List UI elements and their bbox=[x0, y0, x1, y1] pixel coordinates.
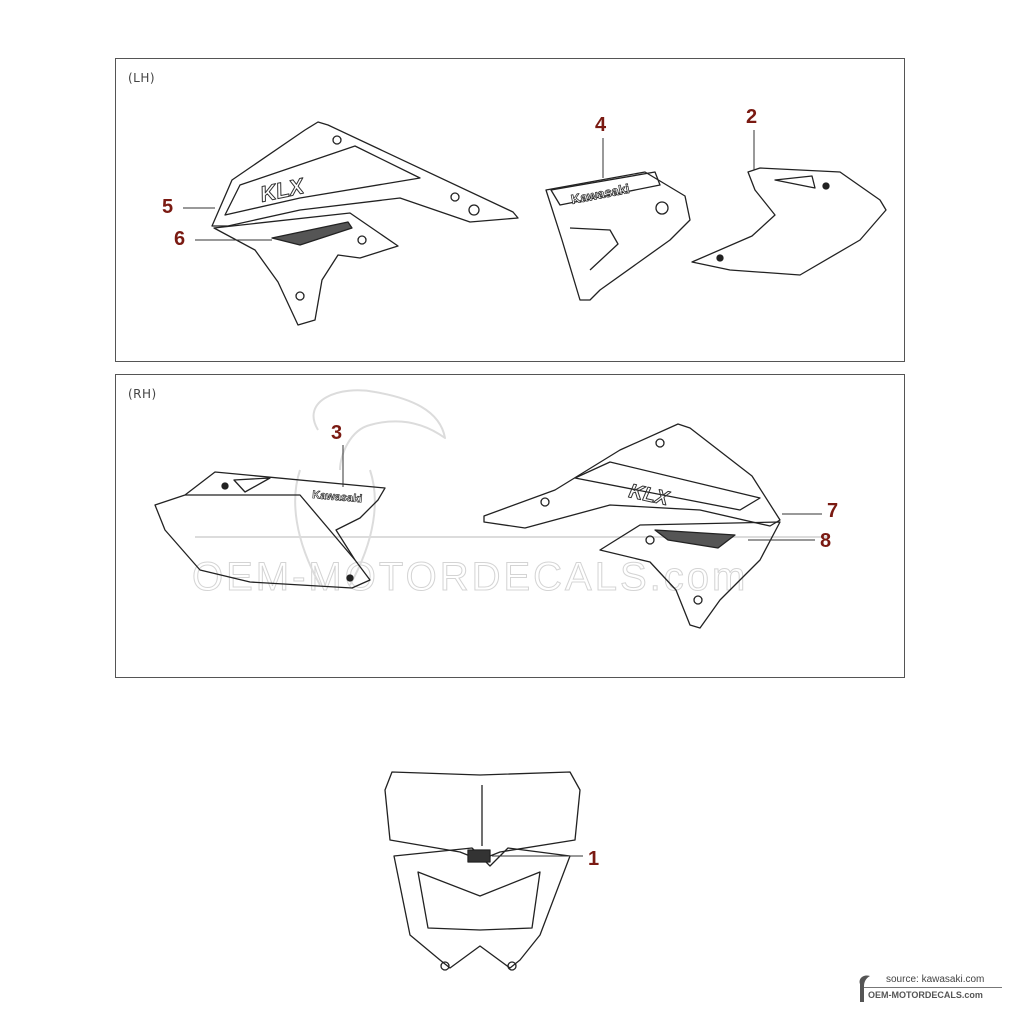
shroud-rh-lower bbox=[599, 521, 781, 629]
frame-cover: Kawasaki bbox=[545, 171, 691, 301]
shroud-lh-lower bbox=[213, 212, 399, 326]
watermark-logo-icon bbox=[195, 389, 830, 586]
source-divider bbox=[864, 987, 1002, 988]
watermark-bird-icon bbox=[859, 975, 870, 1002]
side-cover-lh bbox=[691, 167, 887, 276]
svg-text:KLX: KLX bbox=[258, 173, 308, 207]
callout-7: 7 bbox=[827, 500, 839, 522]
shroud-lh-upper: KLX bbox=[211, 121, 519, 227]
svg-text:Kawasaki: Kawasaki bbox=[312, 489, 363, 505]
lh-panel-label: (LH) bbox=[128, 71, 156, 85]
callout-2: 2 bbox=[746, 106, 758, 128]
callout-1: 1 bbox=[588, 848, 600, 870]
callout-5: 5 bbox=[162, 196, 174, 218]
source-line1: source: kawasaki.com bbox=[886, 974, 985, 985]
source-line2: OEM-MOTORDECALS.com bbox=[868, 990, 983, 1000]
watermark-text: OEM-MOTORDECALS.com bbox=[191, 555, 749, 600]
callout-4: 4 bbox=[595, 114, 607, 136]
leader-lines bbox=[183, 130, 822, 857]
side-cover-rh: Kawasaki bbox=[154, 471, 386, 589]
callout-6: 6 bbox=[174, 228, 186, 250]
callout-3: 3 bbox=[331, 422, 343, 444]
rh-panel-label: (RH) bbox=[128, 387, 157, 401]
shroud-rh-upper: KLX bbox=[483, 423, 781, 529]
headlight-cover bbox=[384, 771, 581, 971]
callout-8: 8 bbox=[820, 530, 832, 552]
source-credit: source: kawasaki.com OEM-MOTORDECALS.com bbox=[852, 972, 1002, 1006]
